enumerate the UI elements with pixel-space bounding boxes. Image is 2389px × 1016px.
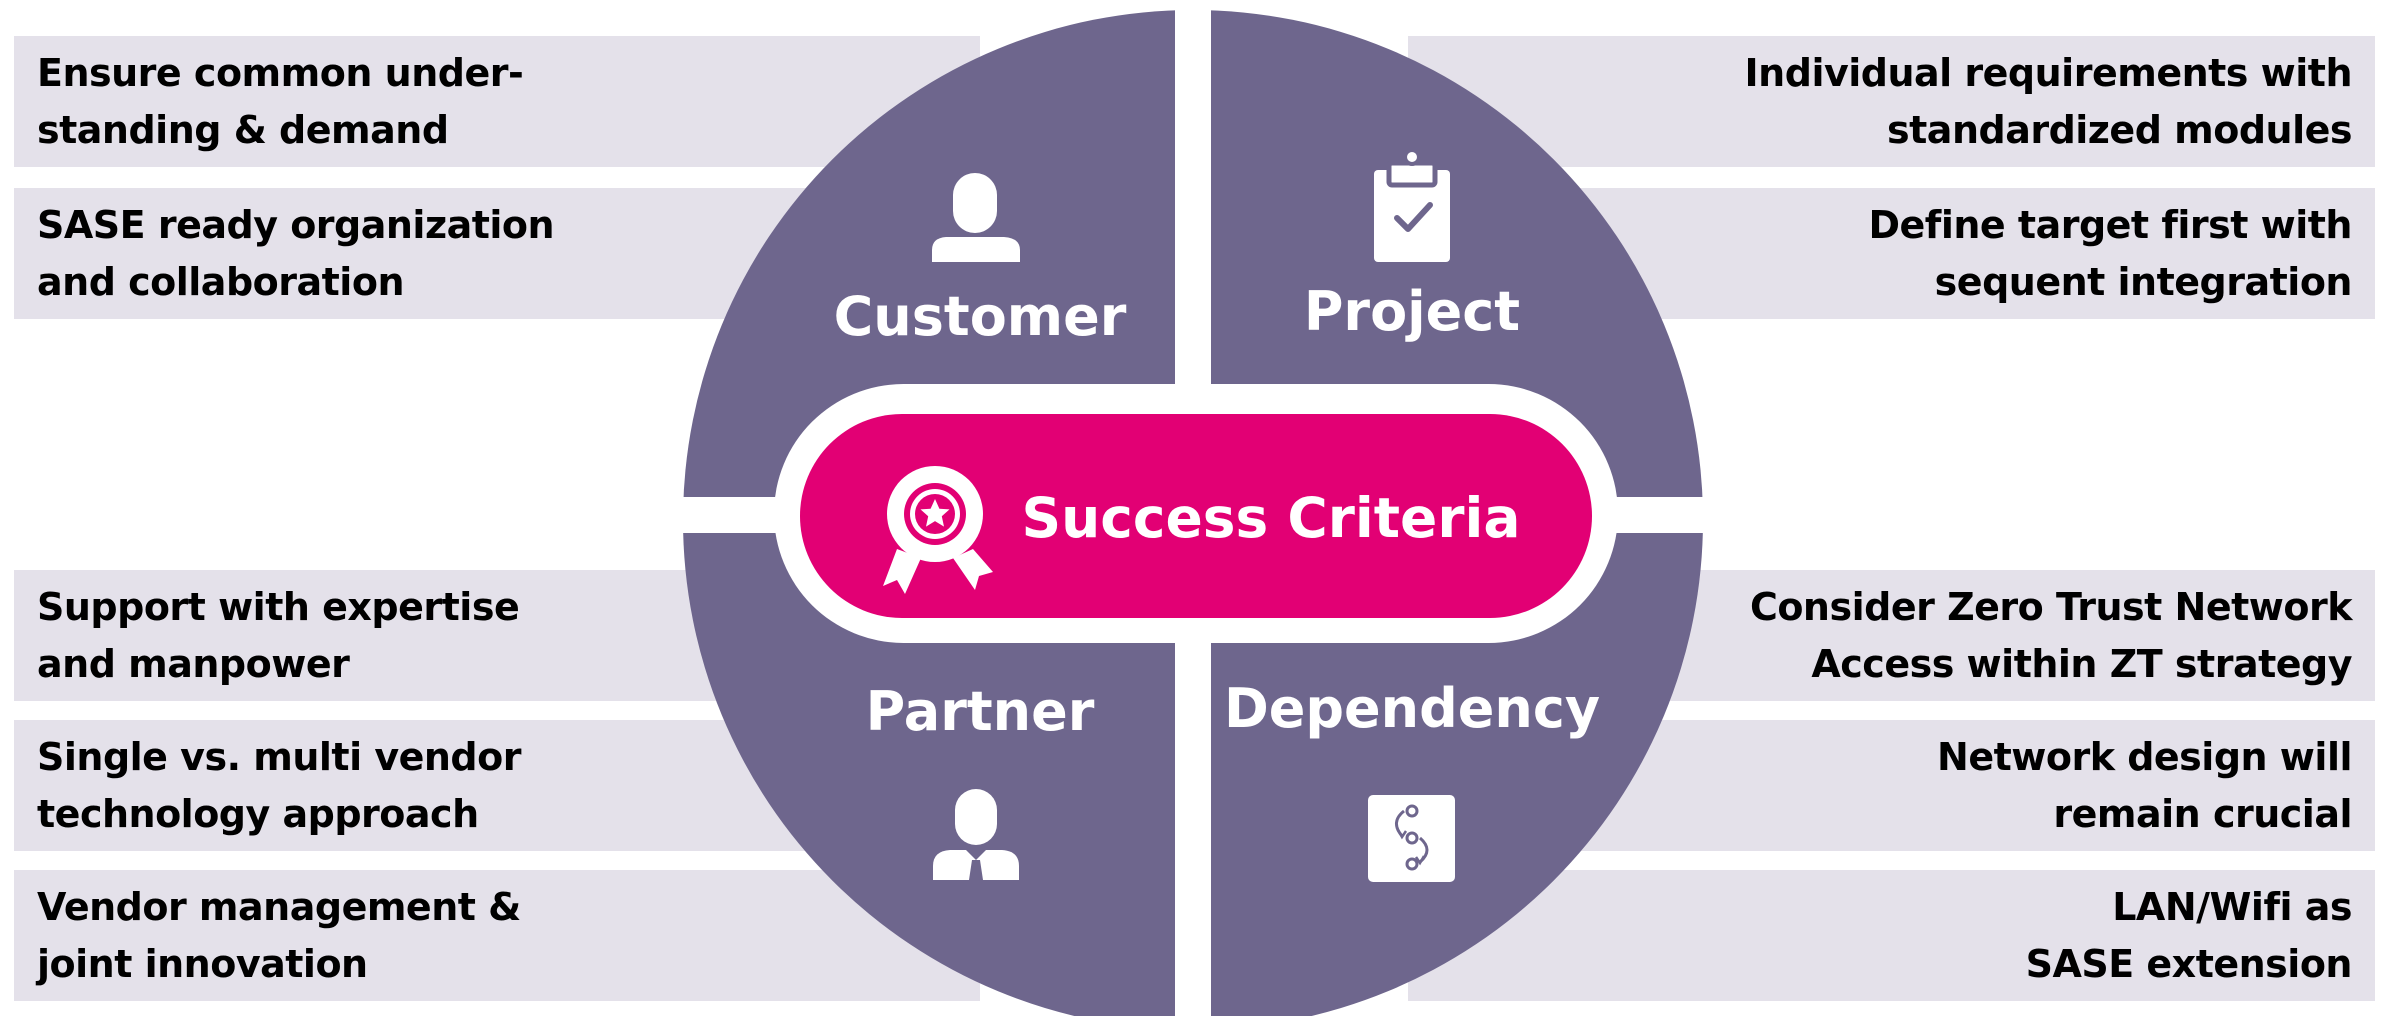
left-item-line: joint innovation (37, 941, 368, 986)
left-item-line: Support with expertise (37, 584, 520, 629)
quadrant-label-dependency: Dependency (1224, 677, 1600, 740)
quadrant-label-project: Project (1304, 280, 1520, 343)
left-item-ensure-common: Ensure common under- standing & demand (14, 36, 980, 167)
right-item-line: Network design will (1937, 734, 2352, 779)
person-icon (932, 173, 1020, 262)
left-item-line: Vendor management & (37, 884, 521, 929)
right-item-line: sequent integration (1934, 259, 2353, 304)
right-item-line: remain crucial (2053, 791, 2352, 836)
left-item-line: and manpower (37, 641, 350, 686)
center-pill (800, 414, 1592, 618)
right-item-line: Consider Zero Trust Network (1749, 584, 2353, 629)
center-label: Success Criteria (1022, 486, 1521, 550)
left-item-line: technology approach (37, 791, 479, 836)
clipboard-check-icon (1374, 148, 1450, 262)
right-item-line: Access within ZT strategy (1811, 641, 2352, 686)
quadrant-label-partner: Partner (866, 680, 1095, 743)
left-item-line: Single vs. multi vendor (37, 734, 521, 779)
left-item-line: standing & demand (37, 107, 449, 152)
quadrant-label-customer: Customer (834, 285, 1127, 348)
right-item-line: SASE extension (2025, 941, 2353, 986)
award-badge-icon (883, 466, 993, 594)
left-item-line: SASE ready organization (37, 202, 555, 247)
right-item-line: standardized modules (1887, 107, 2352, 152)
right-item-line: Define target first with (1868, 202, 2352, 247)
right-item-lan-wifi: LAN/Wifi as SASE extension (1408, 870, 2375, 1001)
left-item-line: and collaboration (37, 259, 405, 304)
left-item-line: Ensure common under- (37, 50, 524, 95)
right-item-line: LAN/Wifi as (2112, 884, 2352, 929)
process-flow-icon (1368, 795, 1455, 882)
left-item-vendor-management: Vendor management & joint innovation (14, 870, 980, 1001)
businessman-icon (933, 789, 1019, 880)
right-item-line: Individual requirements with (1744, 50, 2353, 95)
right-item-individual-requirements: Individual requirements with standardize… (1408, 36, 2375, 167)
